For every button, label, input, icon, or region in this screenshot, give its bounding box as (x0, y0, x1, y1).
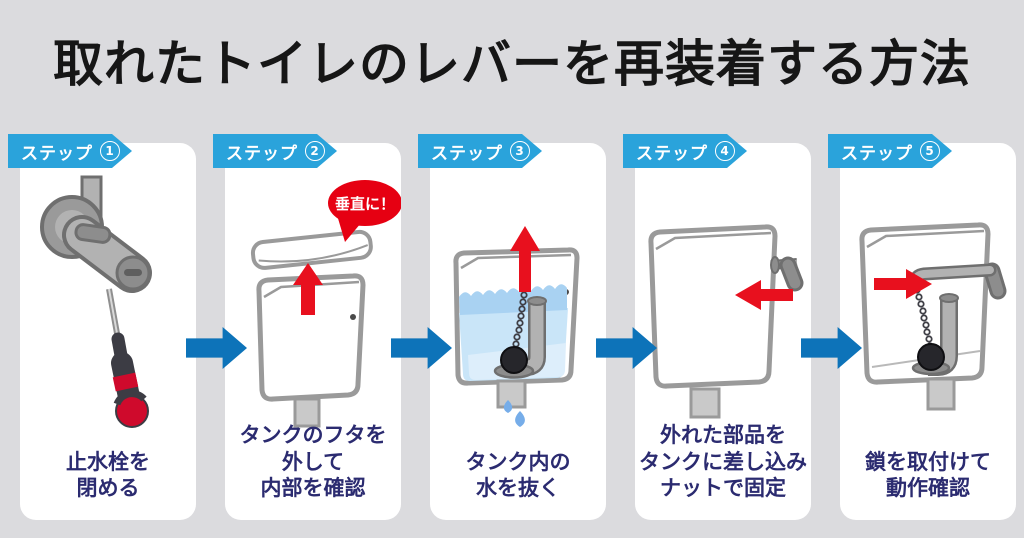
tank-lid-icon (250, 229, 373, 270)
step-caption: タンク内の 水を抜く (465, 449, 571, 501)
lever-insert-illustration (648, 224, 804, 419)
step-card-3: タンク内の 水を抜く (430, 143, 606, 520)
toilet-tank-icon (256, 273, 366, 428)
left-arrow-icon (735, 280, 793, 310)
step-number-circled: 1 (100, 141, 120, 161)
step-tag-2: ステップ 2 (213, 134, 337, 168)
tank-outlet (496, 379, 527, 409)
step-card-5: 鎖を取付けて 動作確認 (840, 143, 1016, 520)
step-tag-label: ステップ (431, 143, 503, 164)
vertical-speech-bubble: 垂直に！ (328, 180, 401, 242)
step-card-4: 外れた部品を タンクに差し込み ナットで固定 (635, 143, 811, 520)
tank-lid-removal-illustration: 垂直に！ (250, 180, 401, 428)
shutoff-valve-illustration (40, 175, 152, 428)
step-tag-label: ステップ (636, 143, 708, 164)
step-card-2: 垂直に！ タンクのフタを 外して 内部を確認 (225, 143, 401, 520)
toilet-tank-icon (648, 224, 778, 419)
step-number-circled: 2 (305, 141, 325, 161)
right-arrow-icon (874, 269, 932, 299)
tank-drain-illustration (453, 226, 580, 427)
bubble-text: 垂直に！ (335, 195, 395, 213)
step-card-1: 止水栓を 閉める (20, 143, 196, 520)
step-tag-label: ステップ (21, 143, 93, 164)
tank-outlet (926, 377, 956, 411)
water-drop-icon (503, 400, 525, 427)
up-arrow-icon (293, 263, 323, 315)
step-caption: 止水栓を 閉める (66, 449, 150, 501)
step-tag-label: ステップ (841, 143, 913, 164)
flapper-icon (911, 343, 951, 376)
chain-attach-illustration (859, 222, 1007, 411)
flapper-icon (493, 346, 535, 379)
step-number-circled: 3 (510, 141, 530, 161)
shutoff-valve-icon (40, 175, 152, 293)
step-tag-3: ステップ 3 (418, 134, 542, 168)
lever-handle-icon (770, 256, 804, 292)
step-tag-5: ステップ 5 (828, 134, 952, 168)
step-caption: 鎖を取付けて 動作確認 (865, 449, 991, 501)
step-tag-label: ステップ (226, 143, 298, 164)
step-tag-4: ステップ 4 (623, 134, 747, 168)
screwdriver-icon (106, 288, 149, 428)
step-number-circled: 5 (920, 141, 940, 161)
up-arrow-icon (510, 226, 540, 292)
step-caption: タンクのフタを 外して 内部を確認 (239, 423, 387, 501)
step-caption: 外れた部品を タンクに差し込み ナットで固定 (639, 423, 807, 501)
step-number-circled: 4 (715, 141, 735, 161)
page-title: 取れたトイレのレバーを再装着する方法 (53, 35, 971, 93)
step-tag-1: ステップ 1 (8, 134, 132, 168)
